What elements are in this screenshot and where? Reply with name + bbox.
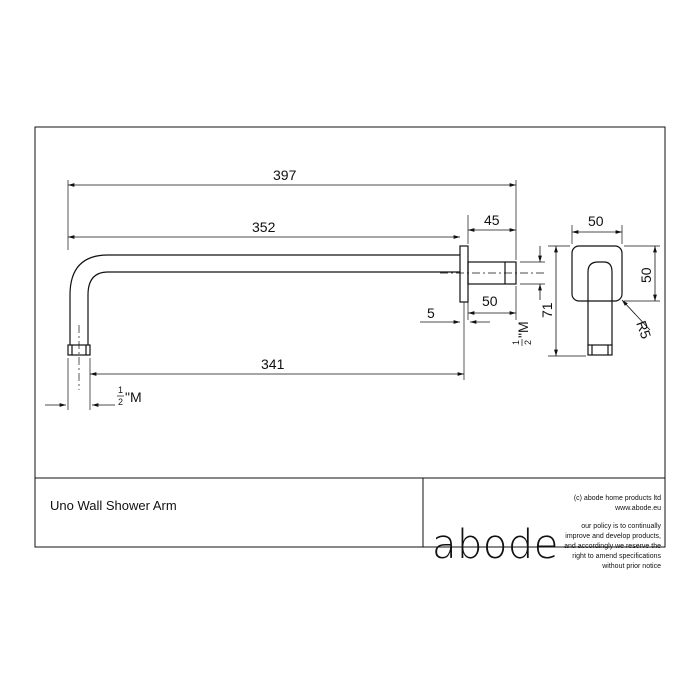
- policy-block: our policy is to continually improve and…: [521, 522, 661, 572]
- end-view-dimension-lines: [554, 230, 657, 356]
- outlet-thread-label: 1 2 "M: [117, 385, 142, 407]
- dim-overall-length: 397: [273, 167, 297, 183]
- outlet-thread-denominator: 2: [118, 397, 123, 407]
- policy-line: improve and develop products,: [565, 533, 661, 540]
- dim-plate-to-thread: 50: [482, 293, 498, 309]
- website-text: www.abode.eu: [615, 505, 661, 512]
- policy-line: our policy is to continually: [581, 523, 661, 530]
- plate-end-view: [571, 245, 623, 356]
- dim-arm-length: 352: [252, 219, 276, 235]
- policy-line: right to amend specifications: [572, 553, 661, 560]
- dim-side-height: 71: [539, 302, 555, 318]
- inlet-thread-denominator: 2: [523, 340, 533, 345]
- brand-logo: abode: [432, 522, 559, 568]
- dim-corner-radius: R5: [633, 319, 654, 341]
- dim-drop-length: 341: [261, 356, 285, 372]
- outlet-thread-numerator: 1: [118, 385, 123, 395]
- centre-lines: [78, 272, 545, 390]
- dim-wall-plate-depth: 45: [484, 212, 500, 228]
- inlet-thread-unit: "M: [515, 321, 531, 338]
- inlet-thread-numerator: 1: [511, 340, 521, 345]
- policy-line: and accordingly we reserve the: [564, 543, 661, 550]
- end-view-extension-lines: [548, 225, 660, 357]
- copyright-text: (c) abode home products ltd: [573, 495, 661, 502]
- inlet-thread-label: 1 2 "M: [511, 321, 533, 346]
- sheet-border: [34, 126, 666, 548]
- outlet-thread-unit: "M: [125, 389, 142, 405]
- extension-lines: [67, 180, 545, 410]
- arm-side-view: [67, 245, 517, 356]
- dimension-lines: [45, 183, 542, 407]
- dim-plate-height: 50: [638, 267, 654, 283]
- policy-line: without prior notice: [602, 563, 661, 570]
- dim-thread-offset: 5: [427, 305, 435, 321]
- dim-plate-width: 50: [588, 213, 604, 229]
- product-name: Uno Wall Shower Arm: [50, 498, 177, 513]
- copyright-block: (c) abode home products ltd www.abode.eu: [521, 494, 661, 514]
